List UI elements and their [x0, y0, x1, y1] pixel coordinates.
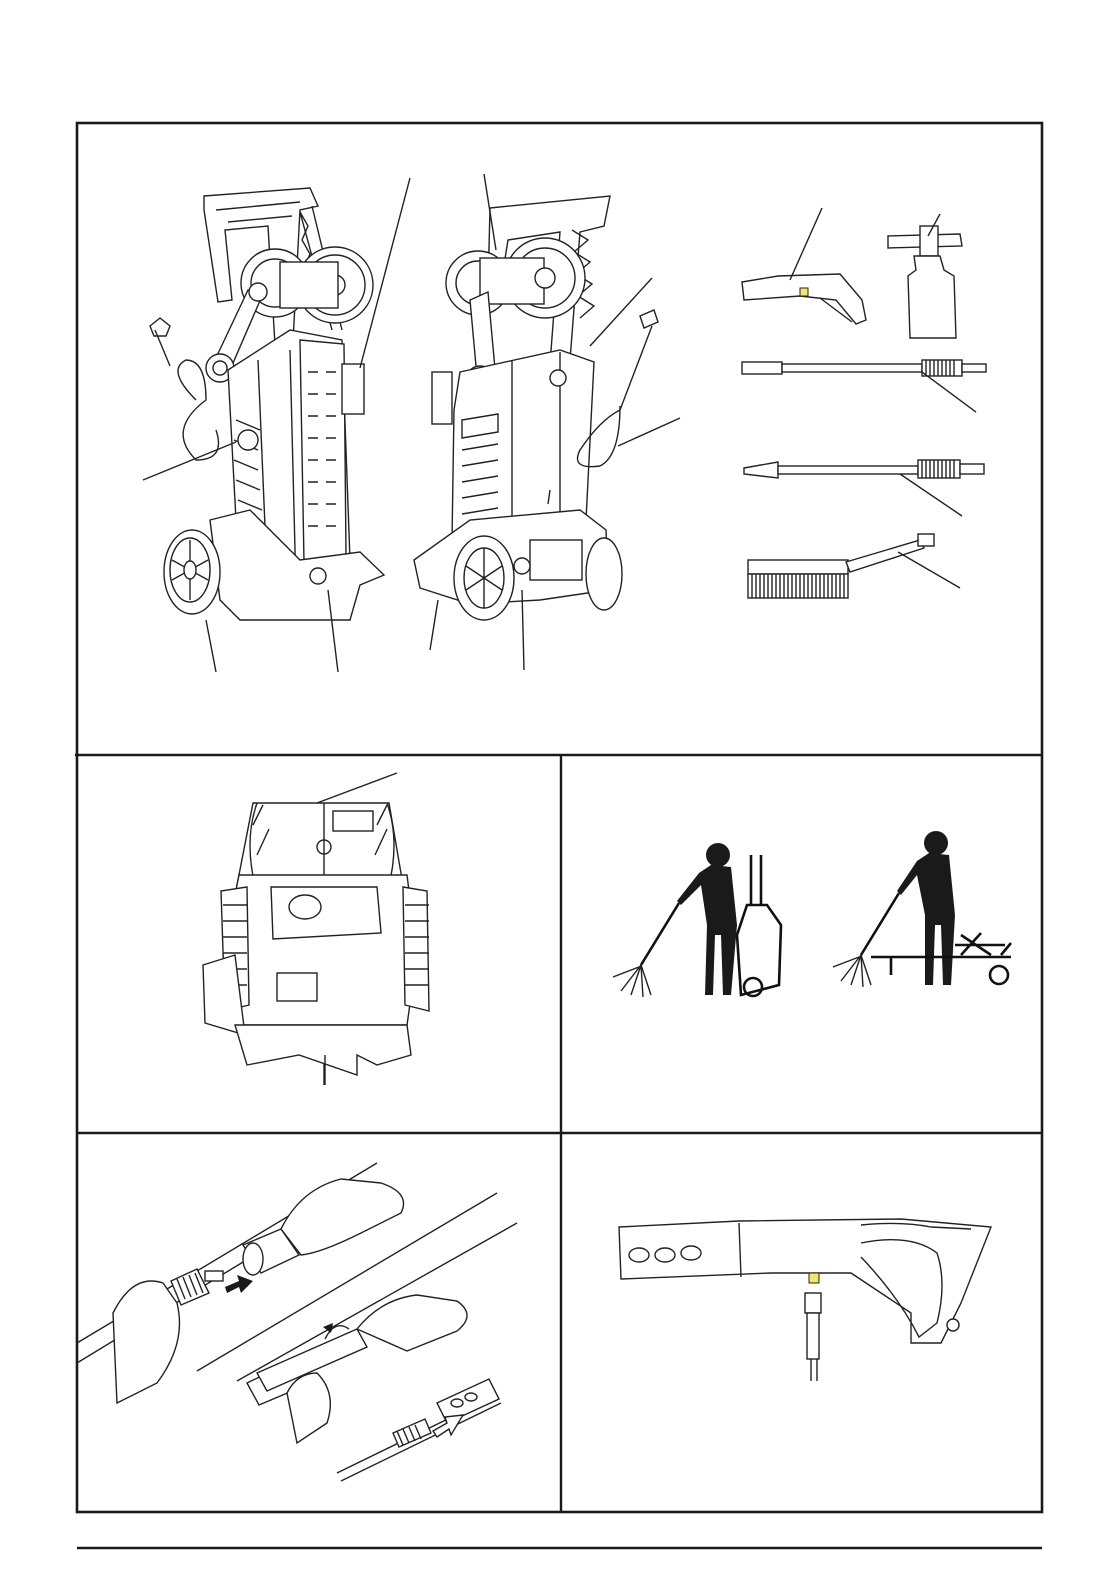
operator-upright-machine [613, 843, 781, 997]
operating-posture-illustration [561, 755, 1042, 1133]
lance-connection-panel [77, 1133, 561, 1512]
rear-view-illustration [77, 755, 561, 1133]
turbo-lance-accessory [744, 460, 984, 516]
gun-hose-attach-illustration [561, 1133, 1042, 1512]
gun-connection-panel [561, 1133, 1042, 1512]
overview-panel [0, 0, 1119, 760]
foam-bottle-accessory [888, 214, 962, 338]
wash-brush-accessory [748, 534, 960, 598]
trigger-gun-accessory [742, 208, 866, 324]
lance-attach-illustration [77, 1133, 561, 1512]
operator-flat-machine [833, 831, 1011, 987]
rear-view-panel [77, 755, 561, 1133]
accessories-illustration [0, 0, 1119, 760]
variable-lance-accessory [742, 360, 986, 412]
posture-panel [561, 755, 1042, 1133]
